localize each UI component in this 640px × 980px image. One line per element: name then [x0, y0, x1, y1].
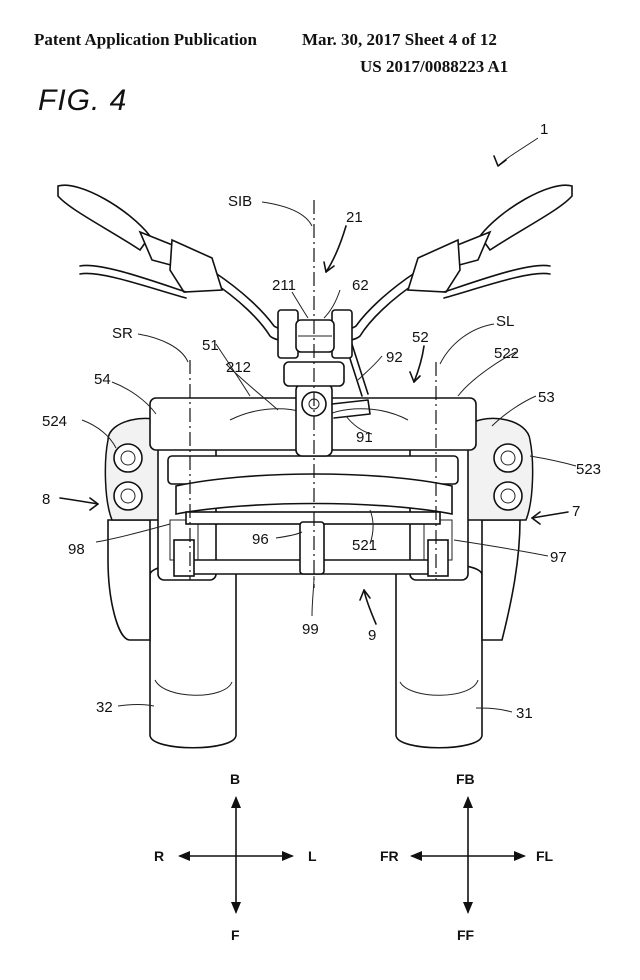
handlebar — [57, 184, 573, 359]
ref-53: 53 — [538, 389, 555, 406]
ref-96: 96 — [252, 531, 269, 548]
dir-ff: FF — [457, 927, 475, 943]
ref-51: 51 — [202, 337, 219, 354]
ref-8: 8 — [42, 491, 50, 508]
dir-fb: FB — [456, 771, 475, 787]
dir-l: L — [308, 848, 317, 864]
ref-212: 212 — [226, 359, 251, 376]
ref-524: 524 — [42, 413, 67, 430]
ref-62: 62 — [352, 277, 369, 294]
ref-21: 21 — [346, 209, 363, 226]
dir-f: F — [231, 927, 240, 943]
ref-91: 91 — [356, 429, 373, 446]
ref-sl: SL — [496, 313, 514, 330]
ref-52: 52 — [412, 329, 429, 346]
patent-number: US 2017/0088223 A1 — [360, 57, 509, 76]
ref-522: 522 — [494, 345, 519, 362]
ref-31: 31 — [516, 705, 533, 722]
right-wheel — [107, 519, 237, 749]
figure-title: FIG. 4 — [38, 84, 128, 117]
ref-92: 92 — [386, 349, 403, 366]
ref-521: 521 — [352, 537, 377, 554]
ref-99: 99 — [302, 621, 319, 638]
ref-97: 97 — [550, 549, 567, 566]
ref-9: 9 — [368, 627, 376, 644]
dir-r: R — [154, 848, 164, 864]
direction-cross-left: B F R L — [154, 771, 317, 943]
leader-lines — [81, 137, 577, 713]
direction-cross-right: FB FF FR FL — [380, 771, 554, 943]
date-sheet-label: Mar. 30, 2017 Sheet 4 of 12 — [302, 30, 497, 49]
dir-b: B — [230, 771, 240, 787]
publication-label: Patent Application Publication — [34, 30, 257, 49]
ref-32: 32 — [96, 699, 113, 716]
ref-523: 523 — [576, 461, 601, 478]
ref-sr: SR — [112, 325, 133, 342]
ref-54: 54 — [94, 371, 111, 388]
dir-fl: FL — [536, 848, 554, 864]
left-wheel — [395, 519, 521, 749]
ref-98: 98 — [68, 541, 85, 558]
left-frame — [461, 417, 534, 521]
dir-fr: FR — [380, 848, 399, 864]
ref-211: 211 — [272, 277, 296, 294]
ref-sib: SIB — [228, 193, 252, 210]
ref-7: 7 — [572, 503, 580, 520]
lower-cross-member — [167, 455, 459, 525]
ref-arrows — [59, 155, 569, 625]
reference-labels: 1 SIB 21 211 62 SR SL 52 51 212 92 522 5… — [42, 121, 601, 722]
ref-1: 1 — [540, 121, 548, 138]
tie-rod — [173, 521, 449, 577]
